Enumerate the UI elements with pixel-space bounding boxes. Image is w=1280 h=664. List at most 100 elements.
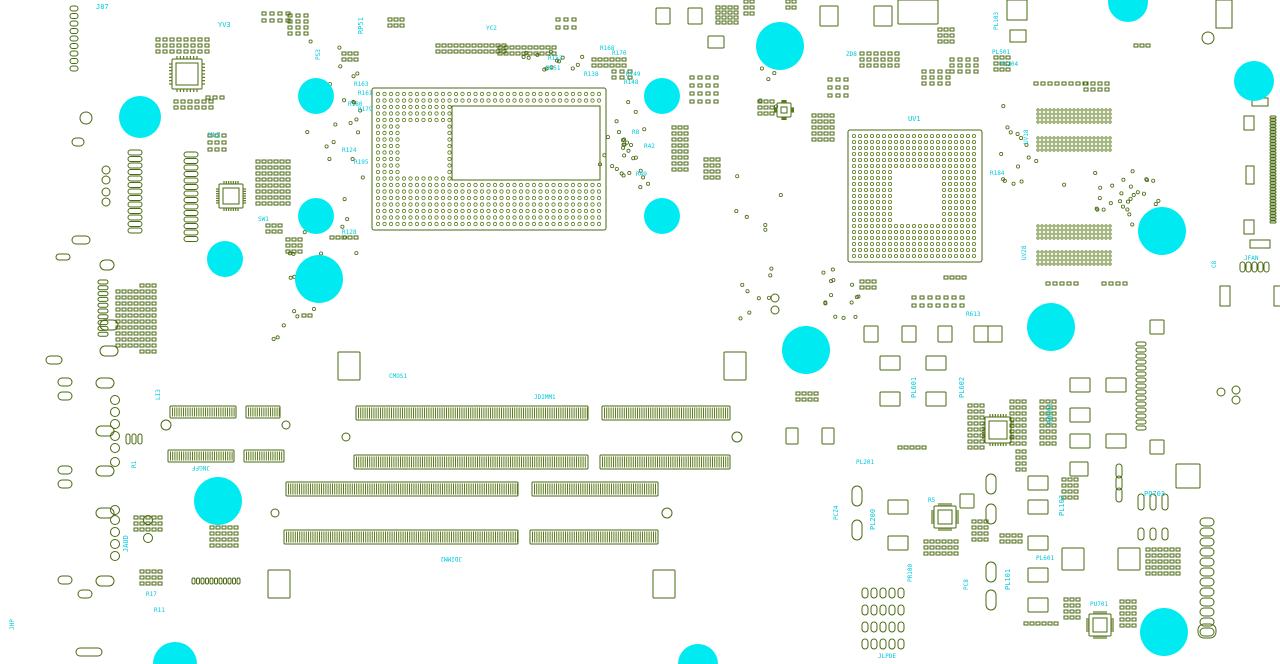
smd-part	[221, 543, 227, 548]
jdimm1-bottom-right-pin	[637, 456, 639, 468]
mosfet-pad	[861, 604, 869, 616]
bga-ball	[930, 253, 935, 258]
bga-ball	[924, 163, 929, 168]
bga-ball	[570, 195, 576, 201]
audio-chip-lead	[994, 443, 996, 446]
smd-part	[1045, 423, 1051, 428]
smd-part	[949, 33, 955, 38]
bga-ball	[882, 187, 887, 192]
smd-part	[949, 63, 955, 68]
signal-via	[338, 64, 343, 69]
smd-part	[603, 63, 609, 68]
jdimm2-bottom-left-pin	[418, 531, 419, 543]
bga-ball	[1060, 224, 1064, 228]
lan-chip-lead	[243, 188, 246, 190]
bga-ball	[864, 211, 869, 216]
bga-ball	[466, 208, 472, 214]
jdimm1-left-pin	[415, 407, 417, 419]
smd-part	[347, 235, 353, 240]
smd-part	[219, 95, 225, 100]
mosfet-pad	[897, 587, 905, 599]
smd-part	[1104, 81, 1110, 86]
smd-part	[279, 189, 285, 194]
smd-part	[683, 143, 689, 148]
jdimm1-bottom-left-pin	[386, 456, 388, 468]
smd-part	[973, 433, 979, 438]
bga-ball	[1056, 120, 1060, 124]
jdimm2-bottom-left-pin	[486, 531, 488, 543]
jdimm1-right-pin	[687, 407, 689, 419]
smd-part	[887, 51, 893, 56]
jdimm2-bottom-right-pin	[639, 531, 641, 543]
lan-chip-lead	[223, 181, 225, 184]
bga-ball	[1048, 108, 1052, 112]
bga-ball	[447, 117, 452, 123]
ec-chip-lead	[179, 56, 181, 59]
smd-part	[873, 63, 879, 68]
signal-via	[549, 65, 554, 70]
smd-part	[187, 99, 193, 104]
smd-part	[155, 43, 161, 48]
audio-chip-lead	[1005, 443, 1007, 446]
bga-ball	[473, 189, 478, 194]
bga-ball	[1056, 236, 1060, 240]
smd-part	[127, 325, 133, 330]
smd-part	[993, 61, 999, 66]
bga-ball	[479, 189, 485, 194]
bga-ball	[1036, 140, 1040, 144]
mounting-hole	[782, 326, 830, 374]
smd-part	[1045, 429, 1051, 434]
jngff-top-left-pin	[220, 407, 222, 417]
smd-part	[151, 515, 157, 520]
smd-part	[279, 165, 285, 170]
jdimm2-bottom-left-pin	[453, 531, 455, 543]
jdimm2-right-pin	[617, 483, 619, 495]
jngff-top-right-pin	[261, 407, 263, 417]
pin-pad	[183, 190, 199, 197]
bga-ball	[864, 217, 869, 222]
jdimm2-right-pin	[602, 483, 604, 495]
bga-ball	[1064, 108, 1068, 112]
smd-part	[807, 391, 813, 396]
bga-ball	[888, 145, 893, 150]
silk-label-l11: R148	[624, 79, 639, 86]
jdimm2-bottom-left-pin	[440, 531, 441, 543]
signal-via	[302, 230, 307, 235]
bga-ball	[473, 182, 478, 188]
bga-ball	[1092, 262, 1096, 266]
smd-part	[947, 545, 953, 550]
smd-part	[273, 159, 279, 164]
smd-part	[1017, 533, 1023, 538]
jdimm1-bottom-right-pin	[621, 456, 623, 468]
smd-part	[194, 99, 200, 104]
pwm-controller-lead	[948, 528, 950, 531]
bga-ball	[486, 189, 491, 194]
pwm-controller-lead	[931, 514, 934, 516]
jdimm2-bottom-left-pin	[459, 531, 461, 543]
smd-part	[983, 531, 989, 536]
bga-ball	[447, 156, 452, 162]
header-pin	[69, 28, 79, 34]
pin-pad	[183, 216, 199, 223]
bga-ball	[1060, 144, 1064, 148]
jdimm2-bottom-right-pin	[591, 531, 593, 543]
smd-part	[949, 275, 955, 280]
bga-ball	[570, 215, 576, 220]
bga-ball	[960, 157, 965, 162]
smd-part	[817, 137, 823, 142]
bga-ball	[434, 98, 439, 103]
audio-chip-lead	[982, 426, 985, 428]
bga-ball	[577, 221, 582, 227]
bga-ball	[564, 182, 569, 188]
jdimm2-bottom-left-pin	[396, 531, 397, 543]
bga-ball	[440, 215, 446, 220]
bga-ball	[460, 202, 465, 207]
jdimm2-bottom-right-pin	[576, 531, 577, 543]
jdimm1-right-pin	[705, 407, 707, 419]
audio-chip-lead	[1005, 414, 1007, 417]
bga-ball	[882, 223, 887, 228]
jbdd-pin	[232, 577, 236, 585]
bga-ball	[1096, 144, 1100, 148]
smd-part	[801, 397, 807, 402]
small-ic-lead	[783, 117, 785, 120]
